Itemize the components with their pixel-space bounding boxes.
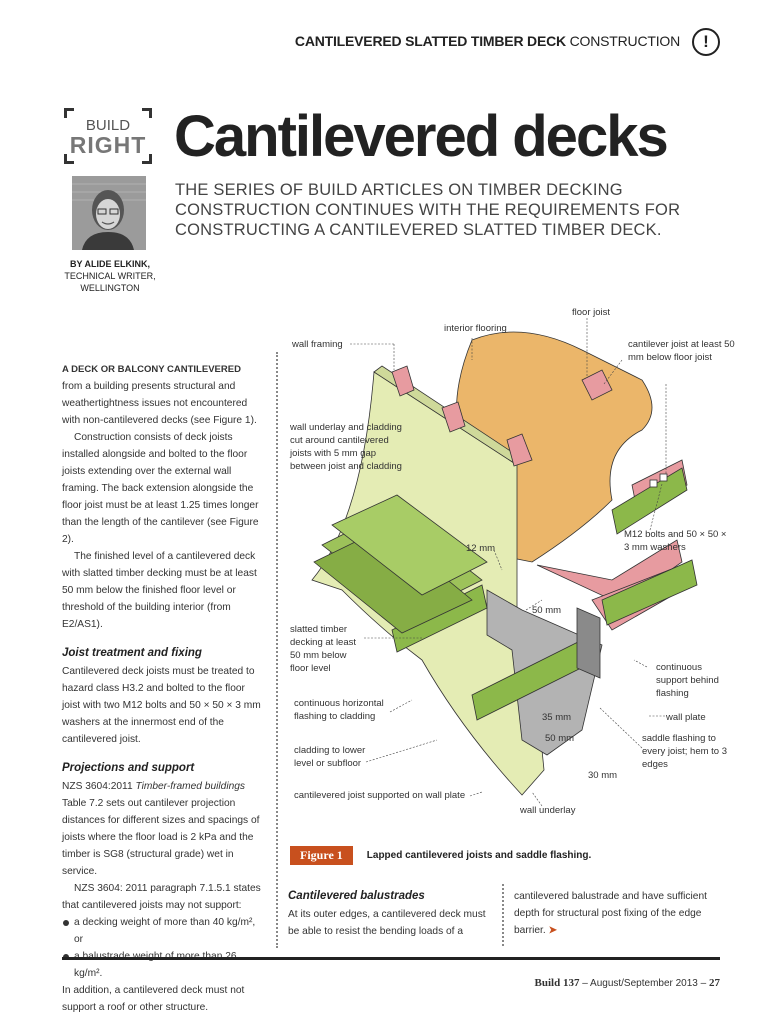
text-run: NZS 3604:2011 xyxy=(62,781,136,792)
continue-arrow-icon: ➤ xyxy=(548,925,558,936)
label-wall-framing: wall framing xyxy=(292,339,343,350)
label-wall-underlay: wall underlay xyxy=(520,805,576,816)
subheading-projections: Projections and support xyxy=(62,762,195,774)
paragraph: from a building presents structural and … xyxy=(62,381,257,426)
subheading-balustrades: Cantilevered balustrades xyxy=(288,890,425,902)
label-35mm: 35 mm xyxy=(542,712,572,723)
byline: BY ALIDE ELKINK, TECHNICAL WRITER, WELLI… xyxy=(60,258,160,294)
paragraph: cantilevered balustrade and have suffici… xyxy=(514,891,707,936)
issue-date: – August/September 2013 – xyxy=(579,978,709,989)
figure-1-illustration: floor joist interior flooring wall frami… xyxy=(282,300,742,830)
author-city: WELLINGTON xyxy=(80,283,140,293)
figure-tag: Figure 1 xyxy=(290,846,353,865)
body-column: A DECK OR BALCONY CANTILEVERED from a bu… xyxy=(62,361,262,1016)
paragraph: Cantilevered deck joists must be treated… xyxy=(62,666,261,745)
footer-rule xyxy=(62,957,720,960)
column-divider xyxy=(502,884,504,946)
body-column-3: cantilevered balustrade and have suffici… xyxy=(514,888,724,939)
label-underlay-cladding: wall underlay and cladding cut around ca… xyxy=(290,422,402,472)
paragraph: At its outer edges, a cantilevered deck … xyxy=(288,909,486,937)
build-right-badge: BUILD RIGHT xyxy=(64,108,152,164)
label-50mm-b: 50 mm xyxy=(545,733,575,744)
body-column-2: Cantilevered balustrades At its outer ed… xyxy=(288,888,488,940)
label-wall-plate: wall plate xyxy=(666,712,706,723)
caption-text: Lapped cantilevered joists and saddle fl… xyxy=(366,850,592,861)
standfirst: THE SERIES OF BUILD ARTICLES ON TIMBER D… xyxy=(175,181,681,239)
label-12mm: 12 mm xyxy=(466,543,496,554)
author-role: TECHNICAL WRITER, xyxy=(64,271,156,281)
figure-caption: Figure 1 Lapped cantilevered joists and … xyxy=(290,846,591,865)
paragraph: Construction consists of deck joists ins… xyxy=(62,432,259,545)
label-interior-flooring: interior flooring xyxy=(444,323,507,334)
deck-diagram xyxy=(311,318,698,807)
badge-line1: BUILD xyxy=(85,117,131,134)
label-50mm-a: 50 mm xyxy=(532,605,562,616)
page-number: 27 xyxy=(709,977,720,989)
standard-title: Timber-framed buildings xyxy=(135,781,246,792)
page-title: Cantilevered decks xyxy=(174,104,669,169)
cantilever-joist xyxy=(611,467,688,535)
subheading-joist: Joist treatment and fixing xyxy=(62,647,202,659)
list-item: a balustrade weight of more than 26 kg/m… xyxy=(62,948,262,982)
label-saddle-flashing: saddle flashing to every joist; hem to 3… xyxy=(642,733,728,770)
paragraph: NZS 3604: 2011 paragraph 7.1.5.1 states … xyxy=(62,883,261,911)
paragraph: In addition, a cantilevered deck must no… xyxy=(62,985,245,1013)
label-continuous-support: continuous support behind flashing xyxy=(656,662,719,699)
badge-line2: RIGHT xyxy=(69,132,147,158)
section-title: CANTILEVERED SLATTED TIMBER DECK xyxy=(294,33,566,49)
paragraph: The finished level of a cantilevered dec… xyxy=(62,551,257,630)
text-run: Table 7.2 sets out cantilever projection… xyxy=(62,798,260,877)
label-slatted-decking: slatted timber decking at least 50 mm be… xyxy=(290,624,357,674)
section-subtitle: CONSTRUCTION xyxy=(569,33,681,49)
page-footer: Build 137 – August/September 2013 – 27 xyxy=(535,977,720,989)
author-name: BY ALIDE ELKINK, xyxy=(69,259,150,269)
bullet-list: a decking weight of more than 40 kg/m², … xyxy=(62,914,262,982)
list-item: a decking weight of more than 40 kg/m², … xyxy=(62,914,262,948)
magazine-name: Build 137 xyxy=(534,977,580,989)
running-header: CANTILEVERED SLATTED TIMBER DECK CONSTRU… xyxy=(295,33,680,49)
label-horizontal-flashing: continuous horizontal flashing to claddi… xyxy=(294,698,384,722)
label-cladding-lower: cladding to lower level or subfloor xyxy=(294,745,366,769)
label-supported-wall-plate: cantilevered joist supported on wall pla… xyxy=(294,790,466,801)
label-floor-joist: floor joist xyxy=(572,307,611,318)
label-30mm: 30 mm xyxy=(588,770,618,781)
label-cantilever-joist: cantilever joist at least 50 mm below fl… xyxy=(628,339,735,363)
lead-in: A DECK OR BALCONY CANTILEVERED xyxy=(62,364,241,375)
exclamation-icon: ! xyxy=(692,28,720,56)
label-m12-bolts: M12 bolts and 50 × 50 × 3 mm washers xyxy=(624,529,727,553)
column-divider xyxy=(276,352,278,948)
author-photo xyxy=(72,176,146,250)
